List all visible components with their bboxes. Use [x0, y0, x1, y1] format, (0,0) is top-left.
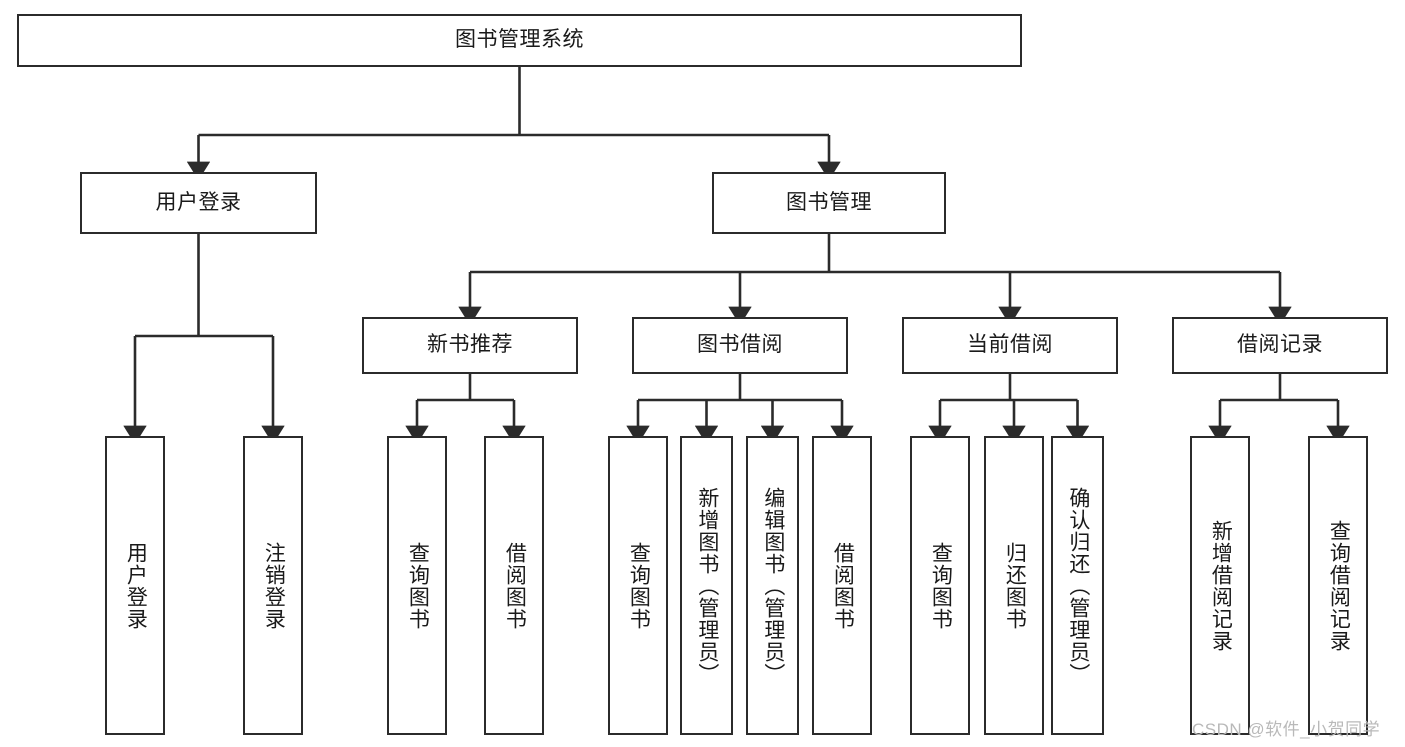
node-leaf-add-borrow-record-label: 新增借阅记录 [1209, 519, 1233, 652]
node-leaf-borrow-book-rec[interactable]: 借阅图书 [484, 436, 544, 735]
node-root-root-label: 图书管理系统 [455, 28, 584, 52]
node-book-borrow[interactable]: 图书借阅 [632, 317, 848, 374]
node-book-manage[interactable]: 图书管理 [712, 172, 946, 234]
node-leaf-query-book-rec-label: 查询图书 [406, 541, 430, 630]
node-leaf-confirm-return[interactable]: 确认归还（管理员） [1051, 436, 1104, 735]
node-new-book-rec[interactable]: 新书推荐 [362, 317, 578, 374]
csdn-watermark: CSDN @软件_小贺同学 [1192, 720, 1381, 739]
node-borrow-record-label: 借阅记录 [1237, 333, 1323, 357]
node-leaf-confirm-return-label: 确认归还（管理员） [1066, 486, 1090, 685]
node-user-login-label: 用户登录 [155, 190, 242, 214]
node-book-borrow-label: 图书借阅 [697, 333, 783, 357]
node-root-root[interactable]: 图书管理系统 [17, 14, 1022, 67]
node-leaf-add-borrow-record[interactable]: 新增借阅记录 [1190, 436, 1250, 735]
node-leaf-return-book[interactable]: 归还图书 [984, 436, 1044, 735]
node-leaf-query-book-cb[interactable]: 查询图书 [910, 436, 970, 735]
node-new-book-rec-label: 新书推荐 [427, 333, 513, 357]
node-leaf-borrow-book-br-label: 借阅图书 [831, 541, 855, 630]
node-user-login[interactable]: 用户登录 [80, 172, 317, 234]
node-current-borrow[interactable]: 当前借阅 [902, 317, 1118, 374]
node-leaf-user-logout-label: 注销登录 [262, 541, 286, 630]
node-leaf-user-logout[interactable]: 注销登录 [243, 436, 303, 735]
node-leaf-borrow-book-rec-label: 借阅图书 [503, 541, 527, 630]
node-leaf-query-book-rec[interactable]: 查询图书 [387, 436, 447, 735]
node-leaf-borrow-book-br[interactable]: 借阅图书 [812, 436, 872, 735]
node-leaf-query-borrow-record[interactable]: 查询借阅记录 [1308, 436, 1368, 735]
node-leaf-add-book[interactable]: 新增图书（管理员） [680, 436, 733, 735]
node-leaf-user-login[interactable]: 用户登录 [105, 436, 165, 735]
node-leaf-user-login-label: 用户登录 [124, 541, 148, 630]
node-leaf-add-book-label: 新增图书（管理员） [695, 486, 719, 685]
node-leaf-query-book-br-label: 查询图书 [627, 541, 651, 630]
node-leaf-query-book-br[interactable]: 查询图书 [608, 436, 668, 735]
node-leaf-edit-book-label: 编辑图书（管理员） [761, 486, 785, 685]
node-leaf-return-book-label: 归还图书 [1003, 541, 1027, 630]
node-leaf-edit-book[interactable]: 编辑图书（管理员） [746, 436, 799, 735]
node-borrow-record[interactable]: 借阅记录 [1172, 317, 1388, 374]
node-book-manage-label: 图书管理 [786, 190, 872, 214]
node-leaf-query-borrow-record-label: 查询借阅记录 [1327, 519, 1351, 652]
node-leaf-query-book-cb-label: 查询图书 [929, 541, 953, 630]
node-current-borrow-label: 当前借阅 [967, 333, 1053, 357]
